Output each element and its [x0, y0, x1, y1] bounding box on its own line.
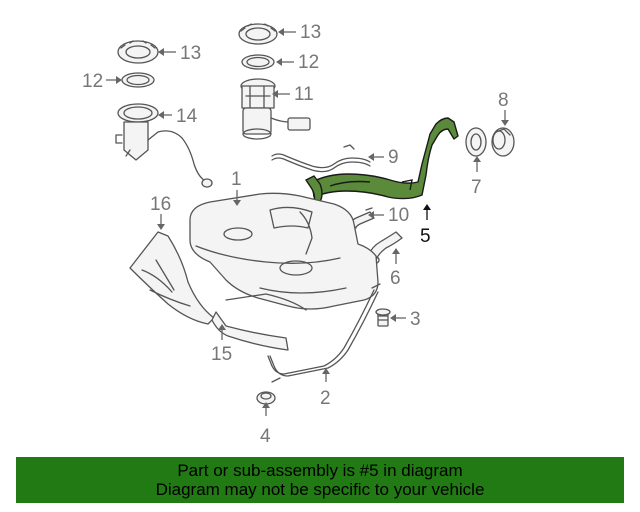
info-banner: Part or sub-assembly is #5 in diagram Di… [16, 457, 624, 503]
banner-line-1: Part or sub-assembly is #5 in diagram [177, 461, 463, 480]
callout-15[interactable]: 15 [211, 344, 232, 365]
callout-13-lower[interactable]: 13 [180, 43, 201, 64]
part-7-seal[interactable] [465, 127, 487, 157]
part-11-fuel-pump[interactable] [240, 78, 311, 140]
part-15-shield[interactable] [211, 293, 307, 351]
part-9-vent-tube[interactable] [271, 144, 371, 173]
callout-13-upper[interactable]: 13 [300, 22, 321, 43]
part-8-fuel-cap[interactable] [491, 127, 515, 157]
callout-1[interactable]: 1 [231, 169, 242, 190]
callout-10[interactable]: 10 [388, 205, 409, 226]
part-13-lock-ring-upper[interactable] [238, 23, 278, 45]
callout-2[interactable]: 2 [320, 388, 331, 409]
callout-labels: 13 12 11 13 12 14 9 8 7 1 [82, 22, 509, 447]
part-4-plug[interactable] [256, 391, 276, 405]
callout-4[interactable]: 4 [260, 426, 271, 447]
part-2-tank-strap[interactable] [267, 283, 381, 383]
callout-12-lower[interactable]: 12 [82, 71, 103, 92]
callout-16[interactable]: 16 [150, 194, 171, 215]
part-1-fuel-tank[interactable] [189, 192, 379, 310]
part-5-filler-pipe[interactable] [305, 117, 459, 203]
callout-7[interactable]: 7 [471, 177, 482, 198]
callout-5-selected[interactable]: 5 [420, 226, 431, 247]
callout-9[interactable]: 9 [388, 147, 399, 168]
part-13-lock-ring-lower[interactable] [117, 40, 159, 64]
part-14-sender-unit[interactable] [115, 103, 213, 188]
callout-8[interactable]: 8 [498, 90, 509, 111]
parts-diagram: 13 12 11 13 12 14 9 8 7 1 [82, 22, 515, 447]
banner-line-2: Diagram may not be specific to your vehi… [155, 480, 485, 499]
callout-3[interactable]: 3 [410, 309, 421, 330]
callout-14[interactable]: 14 [176, 106, 198, 127]
callout-12-upper[interactable]: 12 [298, 52, 319, 73]
part-3-bolt[interactable] [375, 308, 391, 327]
callout-6[interactable]: 6 [390, 268, 401, 289]
callout-11[interactable]: 11 [294, 84, 314, 105]
part-12-seal-lower[interactable] [121, 72, 155, 88]
part-12-seal-upper[interactable] [241, 54, 275, 70]
